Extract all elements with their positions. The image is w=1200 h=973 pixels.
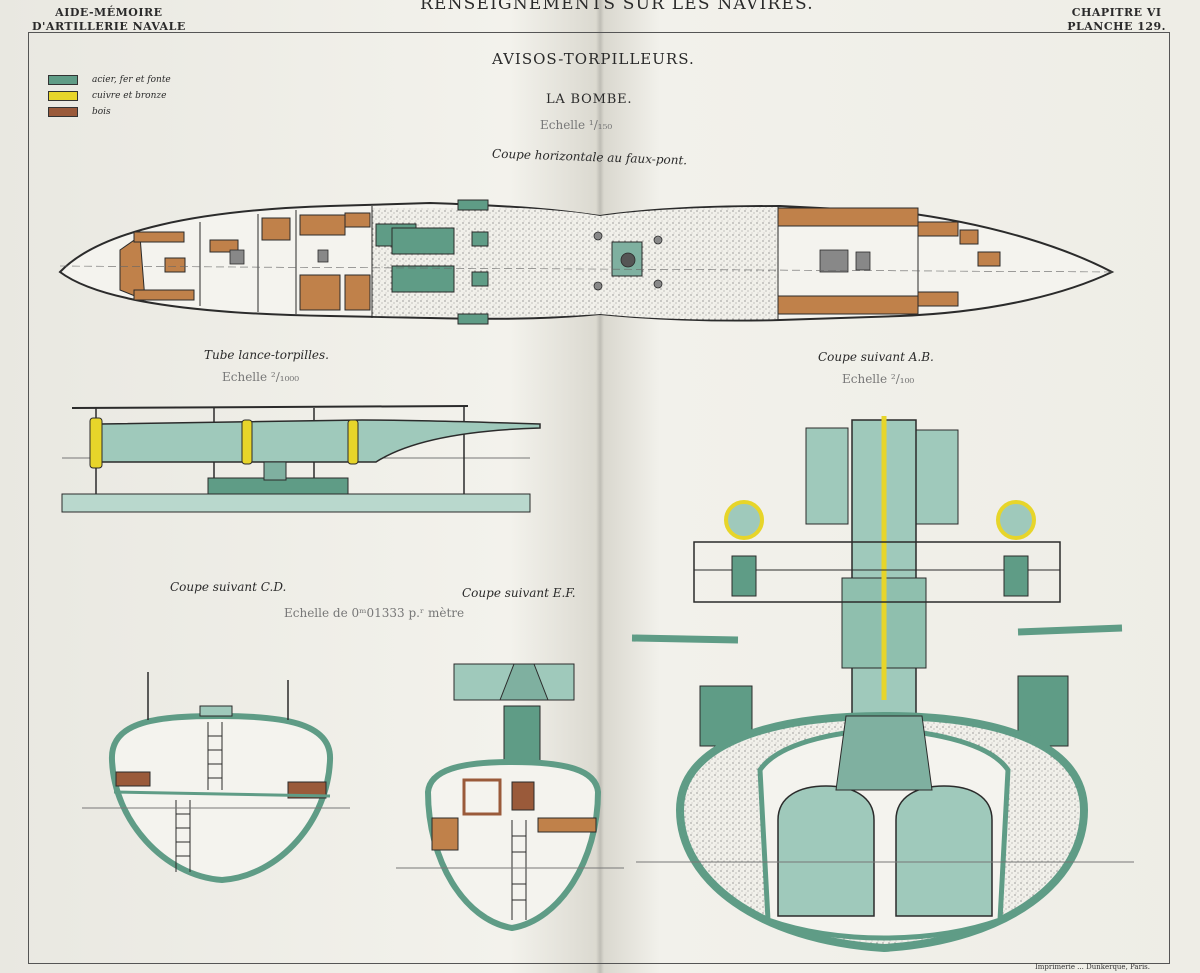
hull-centerline	[59, 265, 1113, 273]
section-ef-caption: Coupe suivant E.F.	[462, 586, 576, 600]
section-ab-drawing	[631, 416, 1134, 953]
torpedo-tube-scale: Echelle ²/₁₀₀₀	[222, 370, 299, 384]
ab-side-vent-left	[805, 427, 849, 525]
header-right-line2: PLANCHE 129.	[1067, 20, 1166, 33]
legend-swatch-steel	[48, 75, 78, 85]
main-title: RENSEIGNEMENTS SUR LES NAVIRES.	[420, 0, 814, 14]
legend-label-wood: bois	[92, 107, 111, 117]
class-title: AVISOS-TORPILLEURS.	[492, 50, 695, 68]
header-right-line1: CHAPITRE VI	[1071, 6, 1162, 19]
header-left-line1: AIDE-MÉMOIRE	[55, 6, 163, 19]
ab-searchlights	[724, 500, 1036, 540]
header-right: CHAPITRE VI PLANCHE 129.	[1067, 6, 1166, 34]
legend-swatch-wood	[48, 107, 78, 117]
tube-barrel	[99, 419, 541, 463]
legend-item-wood: bois	[48, 104, 171, 120]
section-ab-scale: Echelle ²/₁₀₀	[842, 372, 915, 386]
section-ef-drawing	[396, 663, 624, 932]
header-left: AIDE-MÉMOIRE D'ARTILLERIE NAVALE	[32, 6, 186, 34]
section-cd-drawing	[82, 672, 350, 884]
hull-details	[229, 231, 871, 291]
ab-side-vent-right	[915, 429, 959, 525]
hull-partitions	[199, 206, 919, 320]
hull-plan-view	[58, 199, 1115, 325]
cd-hull	[108, 712, 334, 884]
torpedo-tube-drawing	[61, 405, 541, 513]
header-left-line2: D'ARTILLERIE NAVALE	[32, 20, 186, 33]
tube-brass-rings	[89, 417, 359, 469]
section-cd-scale: Echelle de 0ᵐ01333 p.ʳ mètre	[284, 606, 465, 620]
book-gutter	[596, 0, 604, 973]
plate-frame	[28, 32, 1170, 964]
legend-label-brass: cuivre et bronze	[92, 91, 167, 101]
legend-item-brass: cuivre et bronze	[48, 88, 171, 104]
legend-swatch-brass	[48, 91, 78, 101]
hull-wood-left	[119, 212, 371, 311]
ship-name: LA BOMBE.	[546, 92, 633, 107]
ab-gun-left	[631, 634, 739, 644]
ab-bridge-rail	[693, 541, 1061, 603]
imprint-footer: Imprimerie ... Dunkerque, Paris.	[1034, 963, 1150, 971]
torpedo-tube-caption: Tube lance-torpilles.	[204, 348, 329, 362]
section-ab-caption: Coupe suivant A.B.	[818, 350, 934, 364]
ab-gun-right	[1017, 624, 1123, 636]
hull-center-stipple	[372, 207, 778, 320]
legend-label-steel: acier, fer et fonte	[92, 75, 171, 85]
hull-wood-right	[777, 207, 1001, 315]
material-legend: acier, fer et fonte cuivre et bronze boi…	[48, 72, 171, 120]
tube-deck	[61, 493, 531, 513]
main-scale: Echelle ¹/₁₅₀	[540, 118, 613, 132]
legend-item-steel: acier, fer et fonte	[48, 72, 171, 88]
ab-boilers	[777, 785, 993, 917]
tube-rail	[71, 405, 469, 409]
section-cd-caption: Coupe suivant C.D.	[170, 580, 287, 594]
